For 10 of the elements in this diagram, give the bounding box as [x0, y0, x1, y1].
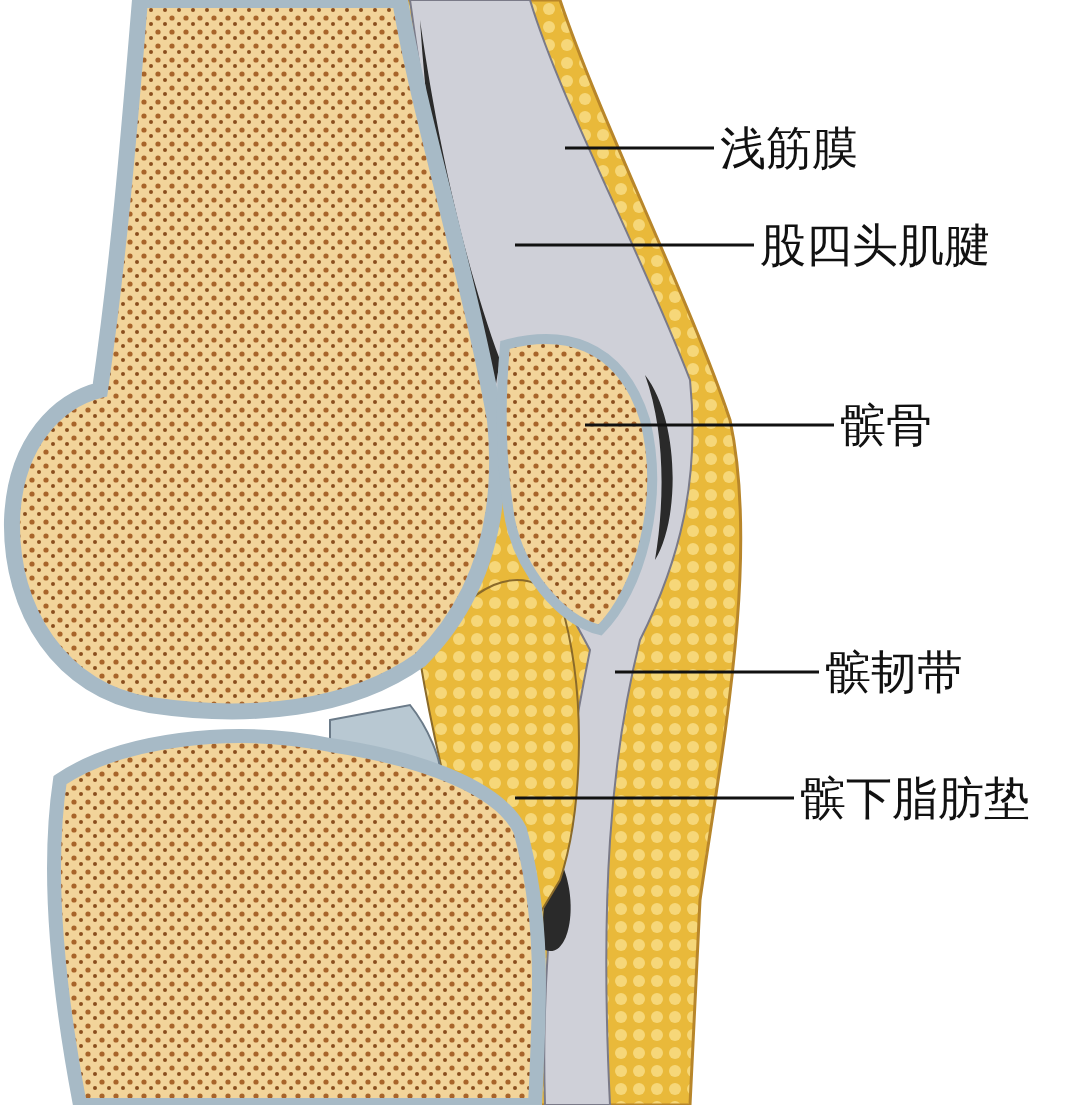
- leader-line: [585, 423, 834, 427]
- part-label: 髌骨: [840, 397, 932, 453]
- part-label: 股四头肌腱: [760, 217, 990, 273]
- leader-line: [515, 796, 794, 800]
- leader-line: [515, 243, 754, 247]
- leader-line: [615, 670, 819, 674]
- part-label: 浅筋膜: [720, 120, 858, 176]
- leader-line: [565, 146, 714, 150]
- part-label: 髌下脂肪垫: [800, 770, 1030, 826]
- part-label: 髌韧带: [825, 644, 963, 700]
